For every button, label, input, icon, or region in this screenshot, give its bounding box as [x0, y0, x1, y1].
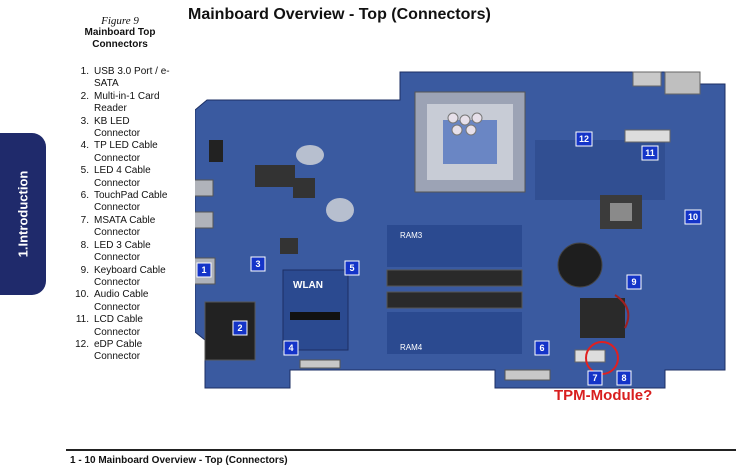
ram-slot: [386, 291, 523, 309]
legend-item: 11.LCD Cable Connector: [75, 314, 143, 338]
legend-item: 6.TouchPad Cable Connector: [80, 190, 168, 214]
svg-text:9: 9: [631, 277, 636, 287]
page-title: Mainboard Overview - Top (Connectors): [188, 6, 491, 23]
svg-text:10: 10: [688, 212, 698, 222]
callout-3: 3: [250, 256, 266, 272]
svg-text:8: 8: [621, 373, 626, 383]
legend-item: 1.USB 3.0 Port / e-SATA: [80, 66, 170, 90]
mainboard-photo: WLAN RAM3 RAM4 1 2 3 4 5 6 7 8 9 10 11 1…: [195, 71, 726, 389]
legend-item: 2.Multi-in-1 Card Reader: [80, 90, 160, 115]
callout-6: 6: [534, 340, 550, 356]
svg-text:11: 11: [645, 148, 655, 158]
svg-text:1: 1: [201, 265, 206, 275]
connector-legend: 1.USB 3.0 Port / e-SATA 2.Multi-in-1 Car…: [66, 66, 178, 364]
chapter-tab-label: 1.Introduction: [15, 170, 31, 258]
ram-slot: [386, 269, 523, 287]
figure-title: Mainboard Top Connectors: [84, 27, 156, 50]
svg-text:6: 6: [539, 343, 544, 353]
callout-5: 5: [344, 260, 360, 276]
callout-8: 8: [616, 370, 632, 386]
legend-item: 3.KB LED Connector: [80, 115, 141, 140]
legend-item: 7.MSATA Cable Connector: [80, 214, 156, 239]
callout-7: 7: [587, 370, 603, 386]
svg-text:5: 5: [349, 263, 354, 273]
svg-text:2: 2: [237, 323, 242, 333]
silk-ram3: RAM3: [400, 231, 423, 240]
silk-ram4: RAM4: [400, 343, 423, 352]
legend-item: 5.LED 4 Cable Connector: [80, 165, 151, 189]
chapter-tab: 1.Introduction: [0, 133, 46, 295]
legend-item: 10.Audio Cable Connector: [75, 289, 149, 313]
callout-11: 11: [641, 145, 659, 161]
footer-divider: [66, 449, 736, 451]
legend-item: 8.LED 3 Cable Connector: [80, 239, 151, 264]
svg-text:7: 7: [592, 373, 597, 383]
figure-caption: Figure 9 Mainboard Top Connectors: [75, 15, 165, 51]
svg-text:12: 12: [579, 134, 589, 144]
legend-item: 9.Keyboard Cable Connector: [80, 264, 166, 288]
silk-wlan: WLAN: [293, 280, 323, 291]
callout-12: 12: [575, 131, 593, 147]
tpm-annotation: TPM-Module?: [554, 387, 653, 404]
svg-text:4: 4: [288, 343, 293, 353]
callout-9: 9: [626, 274, 642, 290]
cmos-battery: [557, 242, 603, 288]
callout-4: 4: [283, 340, 299, 356]
callout-1: 1: [196, 262, 212, 278]
page-footer: 1 - 10 Mainboard Overview - Top (Connect…: [70, 455, 288, 466]
legend-item: 12.eDP Cable Connector: [75, 338, 143, 363]
figure-number: Figure 9: [101, 15, 139, 27]
legend-item: 4.TP LED Cable Connector: [80, 140, 158, 164]
callout-2: 2: [232, 320, 248, 336]
callout-10: 10: [684, 209, 702, 225]
svg-text:3: 3: [255, 259, 260, 269]
